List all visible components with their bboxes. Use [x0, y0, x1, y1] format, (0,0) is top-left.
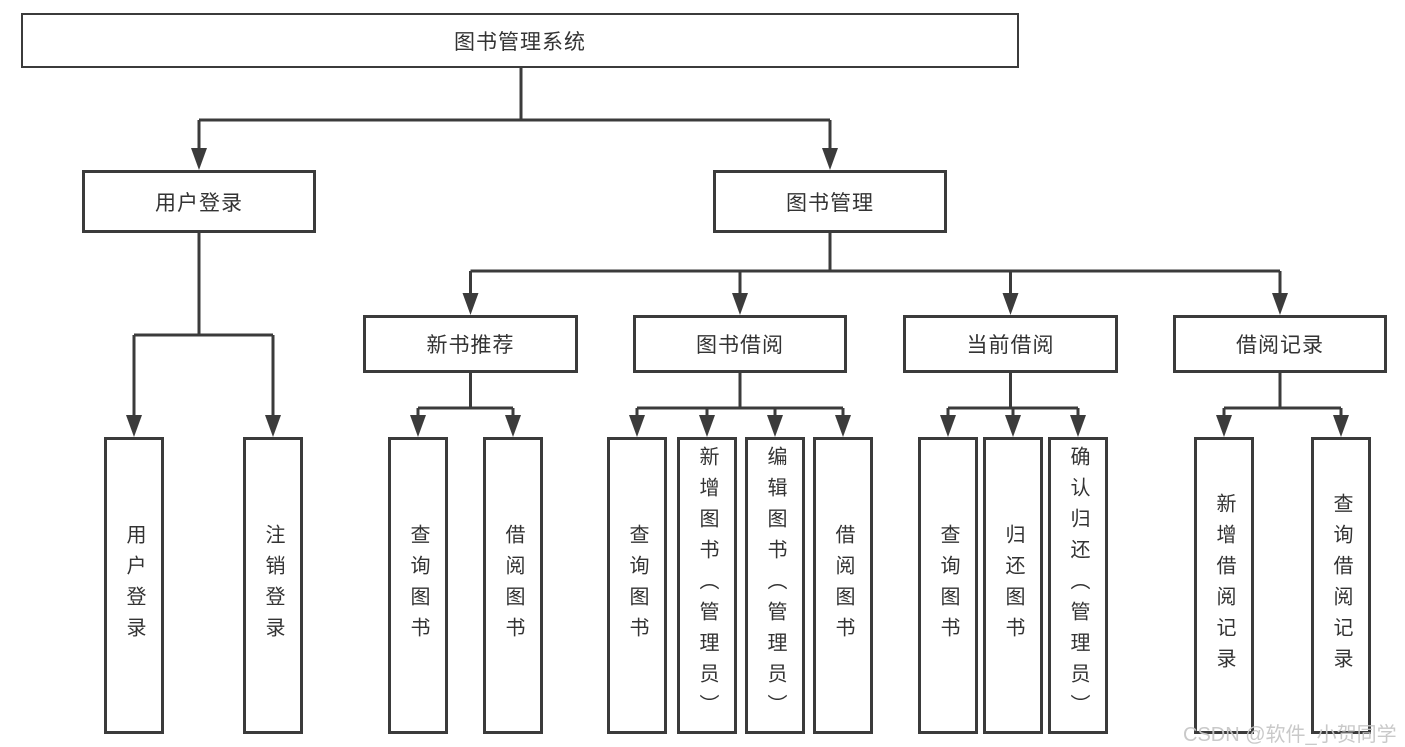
node-borrowing-records: 借阅记录 — [1173, 315, 1387, 373]
arrow-borrow-books-borrowing — [835, 415, 851, 437]
arrow-current-borrowing — [1002, 293, 1019, 315]
arrow-query-borrow-record — [1333, 415, 1349, 437]
arrow-return-books — [1005, 415, 1021, 437]
arrow-query-books-current — [940, 415, 956, 437]
leaf-borrow-books-borrowing: 借阅图书 — [813, 437, 873, 734]
arrow-query-books-borrowing — [629, 415, 645, 437]
leaf-add-borrow-record: 新增借阅记录 — [1194, 437, 1254, 734]
leaf-confirm-return-admin: 确认归还（管理员） — [1048, 437, 1108, 734]
node-new-book-recommend: 新书推荐 — [363, 315, 578, 373]
arrow-user-login — [191, 148, 207, 170]
node-root-book-management-system: 图书管理系统 — [21, 13, 1019, 68]
arrow-leaf-user-login — [126, 415, 142, 437]
leaf-query-books-current-label: 查询图书 — [937, 523, 959, 648]
leaf-query-books-borrowing-label: 查询图书 — [626, 523, 648, 648]
arrow-leaf-logout — [265, 415, 281, 437]
leaf-borrow-books-borrowing-label: 借阅图书 — [832, 523, 854, 648]
arrow-query-books-recommend — [410, 415, 426, 437]
leaf-logout-label: 注销登录 — [262, 523, 284, 648]
node-user-login-label: 用户登录 — [155, 191, 243, 215]
leaf-edit-books-admin-label: 编辑图书（管理员） — [764, 446, 786, 725]
leaf-return-books-label: 归还图书 — [1002, 523, 1024, 648]
leaf-user-login-label: 用户登录 — [123, 523, 145, 648]
node-book-management: 图书管理 — [713, 170, 947, 233]
node-book-borrowing: 图书借阅 — [633, 315, 847, 373]
leaf-add-books-admin-label: 新增图书（管理员） — [696, 446, 718, 725]
arrow-borrow-books-recommend — [505, 415, 521, 437]
node-book-borrowing-label: 图书借阅 — [696, 334, 784, 357]
arrow-borrowing-records — [1272, 293, 1288, 315]
node-new-book-recommend-label: 新书推荐 — [426, 334, 515, 357]
arrow-confirm-return — [1070, 415, 1086, 437]
leaf-add-borrow-record-label: 新增借阅记录 — [1213, 492, 1235, 679]
node-current-borrowing-label: 当前借阅 — [966, 334, 1055, 357]
leaf-borrow-books-recommend-label: 借阅图书 — [502, 523, 524, 648]
leaf-user-login: 用户登录 — [104, 437, 164, 734]
node-book-management-label: 图书管理 — [786, 191, 874, 215]
leaf-return-books: 归还图书 — [983, 437, 1043, 734]
arrow-add-books-admin — [699, 415, 715, 437]
arrow-book-borrowing — [732, 293, 748, 315]
leaf-query-borrow-record-label: 查询借阅记录 — [1330, 492, 1352, 679]
leaf-logout: 注销登录 — [243, 437, 303, 734]
csdn-watermark: CSDN @软件_小贺同学 — [1183, 724, 1397, 746]
leaf-confirm-return-admin-label: 确认归还（管理员） — [1067, 446, 1089, 725]
node-root-label: 图书管理系统 — [454, 30, 586, 54]
arrow-edit-books-admin — [767, 415, 783, 437]
leaf-query-books-borrowing: 查询图书 — [607, 437, 667, 734]
arrow-new-book-recommend — [462, 293, 479, 315]
leaf-query-books-current: 查询图书 — [918, 437, 978, 734]
leaf-query-books-recommend: 查询图书 — [388, 437, 448, 734]
leaf-borrow-books-recommend: 借阅图书 — [483, 437, 543, 734]
node-user-login: 用户登录 — [82, 170, 316, 233]
leaf-add-books-admin: 新增图书（管理员） — [677, 437, 737, 734]
node-borrowing-records-label: 借阅记录 — [1236, 334, 1324, 357]
leaf-query-borrow-record: 查询借阅记录 — [1311, 437, 1371, 734]
arrow-book-management — [822, 148, 838, 170]
leaf-edit-books-admin: 编辑图书（管理员） — [745, 437, 805, 734]
arrow-add-borrow-record — [1216, 415, 1232, 437]
leaf-query-books-recommend-label: 查询图书 — [407, 523, 429, 648]
node-current-borrowing: 当前借阅 — [903, 315, 1118, 373]
